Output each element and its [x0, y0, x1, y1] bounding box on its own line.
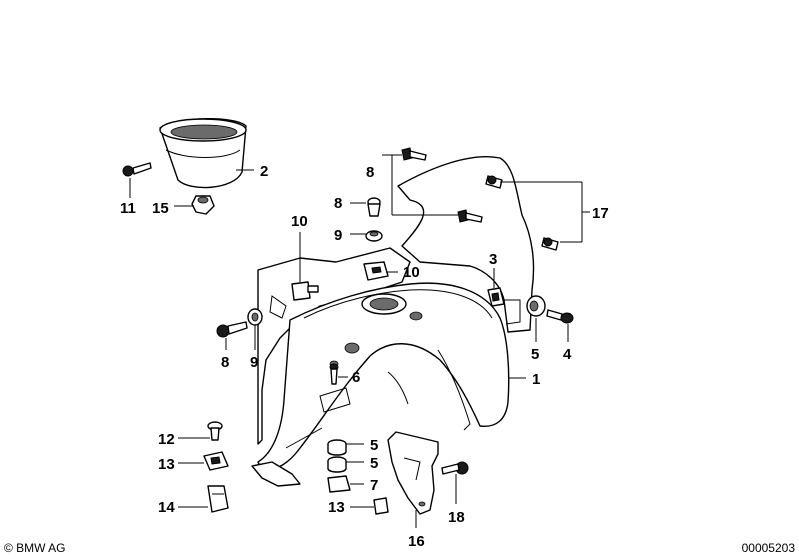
callout-13-center: 13 [328, 499, 345, 516]
part-bolt-8-upper [401, 147, 427, 161]
part-clip-13-center [373, 497, 389, 515]
part-screw-11 [122, 162, 152, 177]
callout-8-left: 8 [221, 354, 229, 371]
part-bolt-17-lower [541, 237, 559, 251]
part-bolt-8-left [216, 321, 248, 338]
callout-labels: 2 11 15 8 8 9 10 10 17 3 5 4 1 8 9 6 12 … [120, 163, 609, 550]
part-washer-9-left [247, 308, 263, 326]
part-clip-3 [487, 287, 505, 307]
callout-2: 2 [260, 163, 268, 180]
part-bolt-17-upper [485, 175, 503, 189]
callout-9-left: 9 [250, 354, 258, 371]
part-grommet-5-b [327, 456, 347, 473]
callout-8-center: 8 [334, 195, 342, 212]
part-screw-4 [546, 309, 574, 324]
callout-16: 16 [408, 533, 425, 550]
part-clip-13-left [203, 451, 229, 471]
callout-6: 6 [352, 369, 360, 386]
part-screw-12 [207, 421, 223, 441]
callout-18: 18 [448, 509, 465, 526]
callout-15: 15 [152, 200, 169, 217]
part-clip-10-center [363, 261, 389, 281]
callout-12: 12 [158, 431, 175, 448]
part-bracket-16 [387, 431, 439, 515]
part-nut-15 [191, 195, 215, 215]
part-fender [251, 282, 510, 487]
part-clip-10-left [291, 281, 319, 301]
diagram-id: 00005203 [741, 541, 795, 555]
leader-lines [129, 154, 590, 528]
callout-14: 14 [158, 499, 175, 516]
callout-10-center: 10 [403, 264, 420, 281]
part-bolt-8-mid [457, 209, 483, 223]
callout-4: 4 [563, 346, 572, 363]
callout-5-right: 5 [531, 346, 539, 363]
callout-10-left: 10 [291, 213, 308, 230]
callout-8-upper: 8 [366, 164, 374, 181]
part-clip-7 [327, 475, 351, 493]
copyright-notice: © BMW AG [4, 541, 66, 555]
callout-9-center: 9 [334, 227, 342, 244]
part-washer-9-center [365, 230, 383, 242]
part-screw-8-center [367, 197, 381, 217]
callout-13-left: 13 [158, 456, 175, 473]
callout-5-b: 5 [370, 455, 378, 472]
callout-7: 7 [370, 477, 378, 494]
callout-1: 1 [532, 371, 540, 388]
callout-5-a: 5 [370, 437, 378, 454]
part-bolt-18 [441, 461, 469, 475]
part-screw-6 [329, 363, 339, 385]
part-cup-housing [159, 118, 247, 189]
part-nut-14 [207, 485, 229, 513]
callout-3: 3 [489, 251, 497, 268]
part-grommet-5-right [526, 295, 546, 317]
part-grommet-5-a [327, 439, 347, 456]
callout-17: 17 [592, 205, 609, 222]
callout-11: 11 [120, 200, 136, 217]
